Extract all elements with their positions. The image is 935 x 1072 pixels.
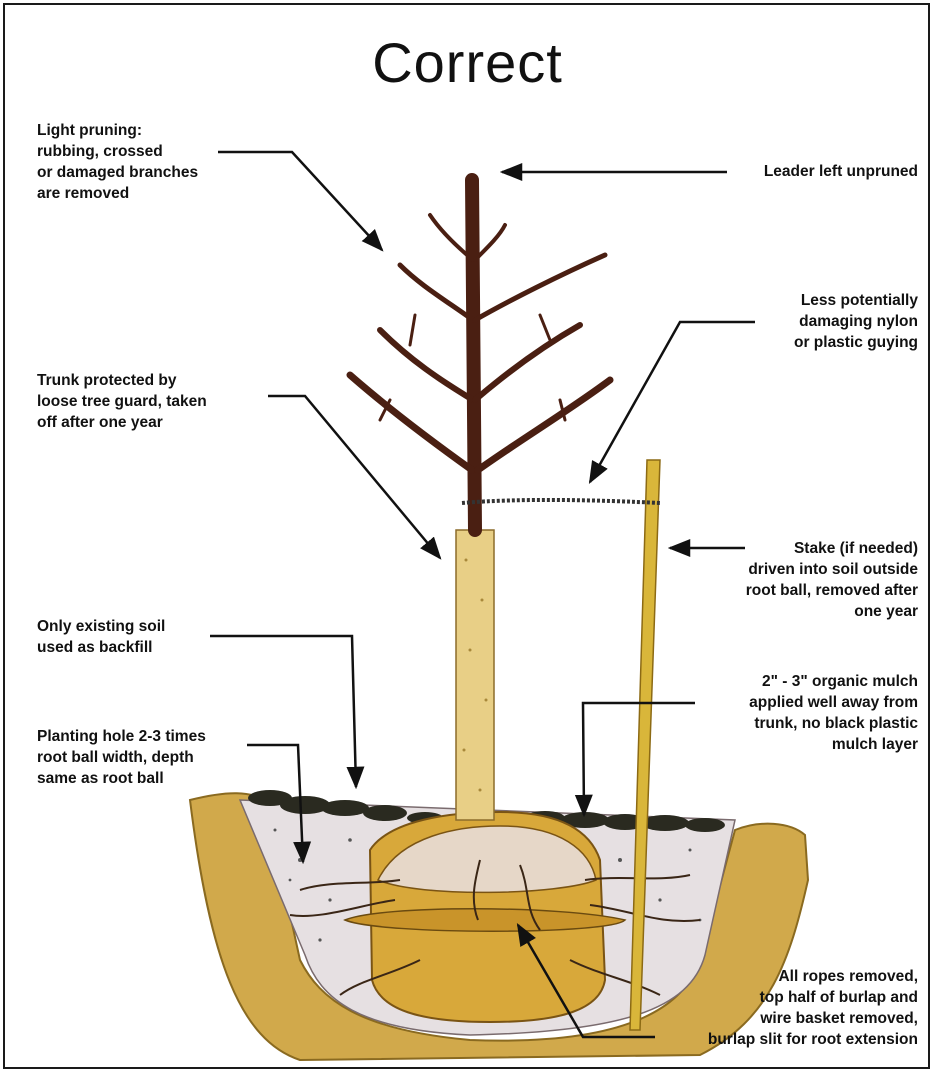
label-planting-hole: Planting hole 2-3 times root ball width,… — [37, 726, 206, 789]
label-leader-unpruned: Leader left unpruned — [764, 161, 918, 182]
label-mulch: 2" - 3" organic mulch applied well away … — [749, 671, 918, 755]
label-light-pruning: Light pruning: rubbing, crossed or damag… — [37, 120, 198, 204]
guying-line — [462, 500, 660, 503]
label-stake: Stake (if needed) driven into soil outsi… — [746, 538, 918, 622]
arrow-backfill — [210, 636, 356, 787]
label-trunk-guard: Trunk protected by loose tree guard, tak… — [37, 370, 207, 433]
arrow-light-pruning — [218, 152, 382, 250]
arrow-guying — [590, 322, 755, 482]
label-ropes-removed: All ropes removed, top half of burlap an… — [708, 966, 918, 1050]
label-guying: Less potentially damaging nylon or plast… — [794, 290, 918, 353]
tree-branches — [350, 180, 610, 530]
arrow-trunk-guard — [268, 396, 440, 558]
trunk-guard — [456, 530, 494, 820]
label-backfill: Only existing soil used as backfill — [37, 616, 165, 658]
